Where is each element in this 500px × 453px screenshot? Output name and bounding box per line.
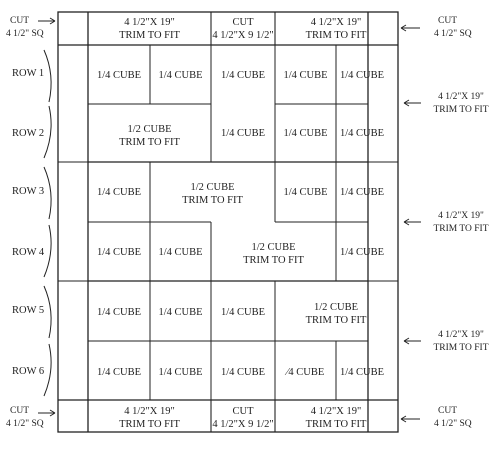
bottom-border-left-label: TRIM TO FIT — [119, 419, 180, 430]
quarter-cube-cell: 1/4 CUBE — [97, 187, 141, 198]
quarter-cube-cell: 1/4 CUBE — [340, 70, 384, 81]
corner-label-top-right: CUT — [438, 16, 457, 26]
half-cube-cell: 1/2 CUBE — [190, 182, 234, 193]
right-border-label: 4 1/2"X 19" — [438, 92, 484, 102]
quarter-cube-cell: ⁄4 CUBE — [285, 367, 325, 378]
row-bracket — [43, 105, 52, 159]
top-border-left-label: 4 1/2"X 19" — [124, 17, 175, 28]
quarter-cube-cell: 1/4 CUBE — [283, 187, 327, 198]
quarter-cube-cell: 1/4 CUBE — [158, 247, 202, 258]
row-label: ROW 2 — [12, 128, 44, 139]
top-border-center-label: 4 1/2"X 9 1/2" — [212, 30, 273, 41]
outer-border — [57, 11, 399, 433]
right-border-label: TRIM TO FIT — [433, 105, 488, 115]
row-bracket — [43, 49, 52, 103]
corner-label-bottom-left: 4 1/2" SQ — [6, 419, 44, 429]
quarter-cube-cell: 1/4 CUBE — [221, 367, 265, 378]
half-cube-cell: TRIM TO FIT — [182, 195, 243, 206]
corner-label-bottom-right: 4 1/2" SQ — [434, 419, 472, 429]
right-border-label: TRIM TO FIT — [433, 224, 488, 234]
quarter-cube-cell: 1/4 CUBE — [158, 307, 202, 318]
quarter-cube-cell: 1/4 CUBE — [283, 128, 327, 139]
arrow-left-icon — [403, 218, 421, 226]
quarter-cube-cell: 1/4 CUBE — [340, 247, 384, 258]
half-cube-cell: 1/2 CUBE — [127, 124, 171, 135]
quarter-cube-cell: 1/4 CUBE — [97, 70, 141, 81]
arrow-left-icon — [403, 99, 421, 107]
half-cube-cell: TRIM TO FIT — [243, 255, 304, 266]
row-label: ROW 3 — [12, 186, 44, 197]
quarter-cube-cell: 1/4 CUBE — [158, 367, 202, 378]
quarter-cube-cell: 1/4 CUBE — [158, 70, 202, 81]
right-border-label: 4 1/2"X 19" — [438, 330, 484, 340]
quarter-cube-cell: 1/4 CUBE — [97, 247, 141, 258]
quarter-cube-cell: 1/4 CUBE — [283, 70, 327, 81]
corner-label-bottom-left: CUT — [10, 406, 29, 416]
arrow-left-icon — [400, 24, 420, 32]
half-cube-cell: 1/2 CUBE — [251, 242, 295, 253]
right-border-label: 4 1/2"X 19" — [438, 211, 484, 221]
row-bracket — [43, 224, 52, 278]
arrow-right-icon — [38, 409, 56, 417]
half-cube-cell: 1/2 CUBE — [314, 302, 358, 313]
quarter-cube-cell: 1/4 CUBE — [340, 367, 384, 378]
quarter-cube-cell: 1/4 CUBE — [221, 70, 265, 81]
quarter-cube-cell: 1/4 CUBE — [97, 367, 141, 378]
half-cube-cell: TRIM TO FIT — [306, 315, 367, 326]
bottom-border-center-label: 4 1/2"X 9 1/2" — [212, 419, 273, 430]
right-border-label: TRIM TO FIT — [433, 343, 488, 353]
row-bracket — [43, 285, 52, 339]
top-border-right-label: TRIM TO FIT — [306, 30, 367, 41]
quarter-cube-cell: 1/4 CUBE — [221, 128, 265, 139]
bottom-border-left-label: 4 1/2"X 19" — [124, 406, 175, 417]
arrow-right-icon — [38, 17, 56, 25]
row-label: ROW 4 — [12, 247, 45, 258]
quarter-cube-cell: 1/4 CUBE — [221, 307, 265, 318]
bottom-border-center-label: CUT — [233, 406, 255, 417]
half-cube-cell: TRIM TO FIT — [119, 137, 180, 148]
row-label: ROW 1 — [12, 68, 44, 79]
row-bracket — [43, 166, 52, 220]
arrow-left-icon — [400, 415, 420, 423]
corner-label-top-left: CUT — [10, 16, 29, 26]
corner-label-top-left: 4 1/2" SQ — [6, 29, 44, 39]
row-label: ROW 6 — [12, 366, 44, 377]
corner-label-bottom-right: CUT — [438, 406, 457, 416]
bottom-border-right-label: TRIM TO FIT — [306, 419, 367, 430]
arrow-left-icon — [403, 337, 421, 345]
row-bracket — [43, 343, 52, 397]
row-label: ROW 5 — [12, 305, 44, 316]
quarter-cube-cell: 1/4 CUBE — [97, 307, 141, 318]
corner-label-top-right: 4 1/2" SQ — [434, 29, 472, 39]
top-border-right-label: 4 1/2"X 19" — [311, 17, 362, 28]
quarter-cube-cell: 1/4 CUBE — [340, 187, 384, 198]
quarter-cube-cell: 1/4 CUBE — [340, 128, 384, 139]
bottom-border-right-label: 4 1/2"X 19" — [311, 406, 362, 417]
top-border-center-label: CUT — [233, 17, 255, 28]
top-border-left-label: TRIM TO FIT — [119, 30, 180, 41]
